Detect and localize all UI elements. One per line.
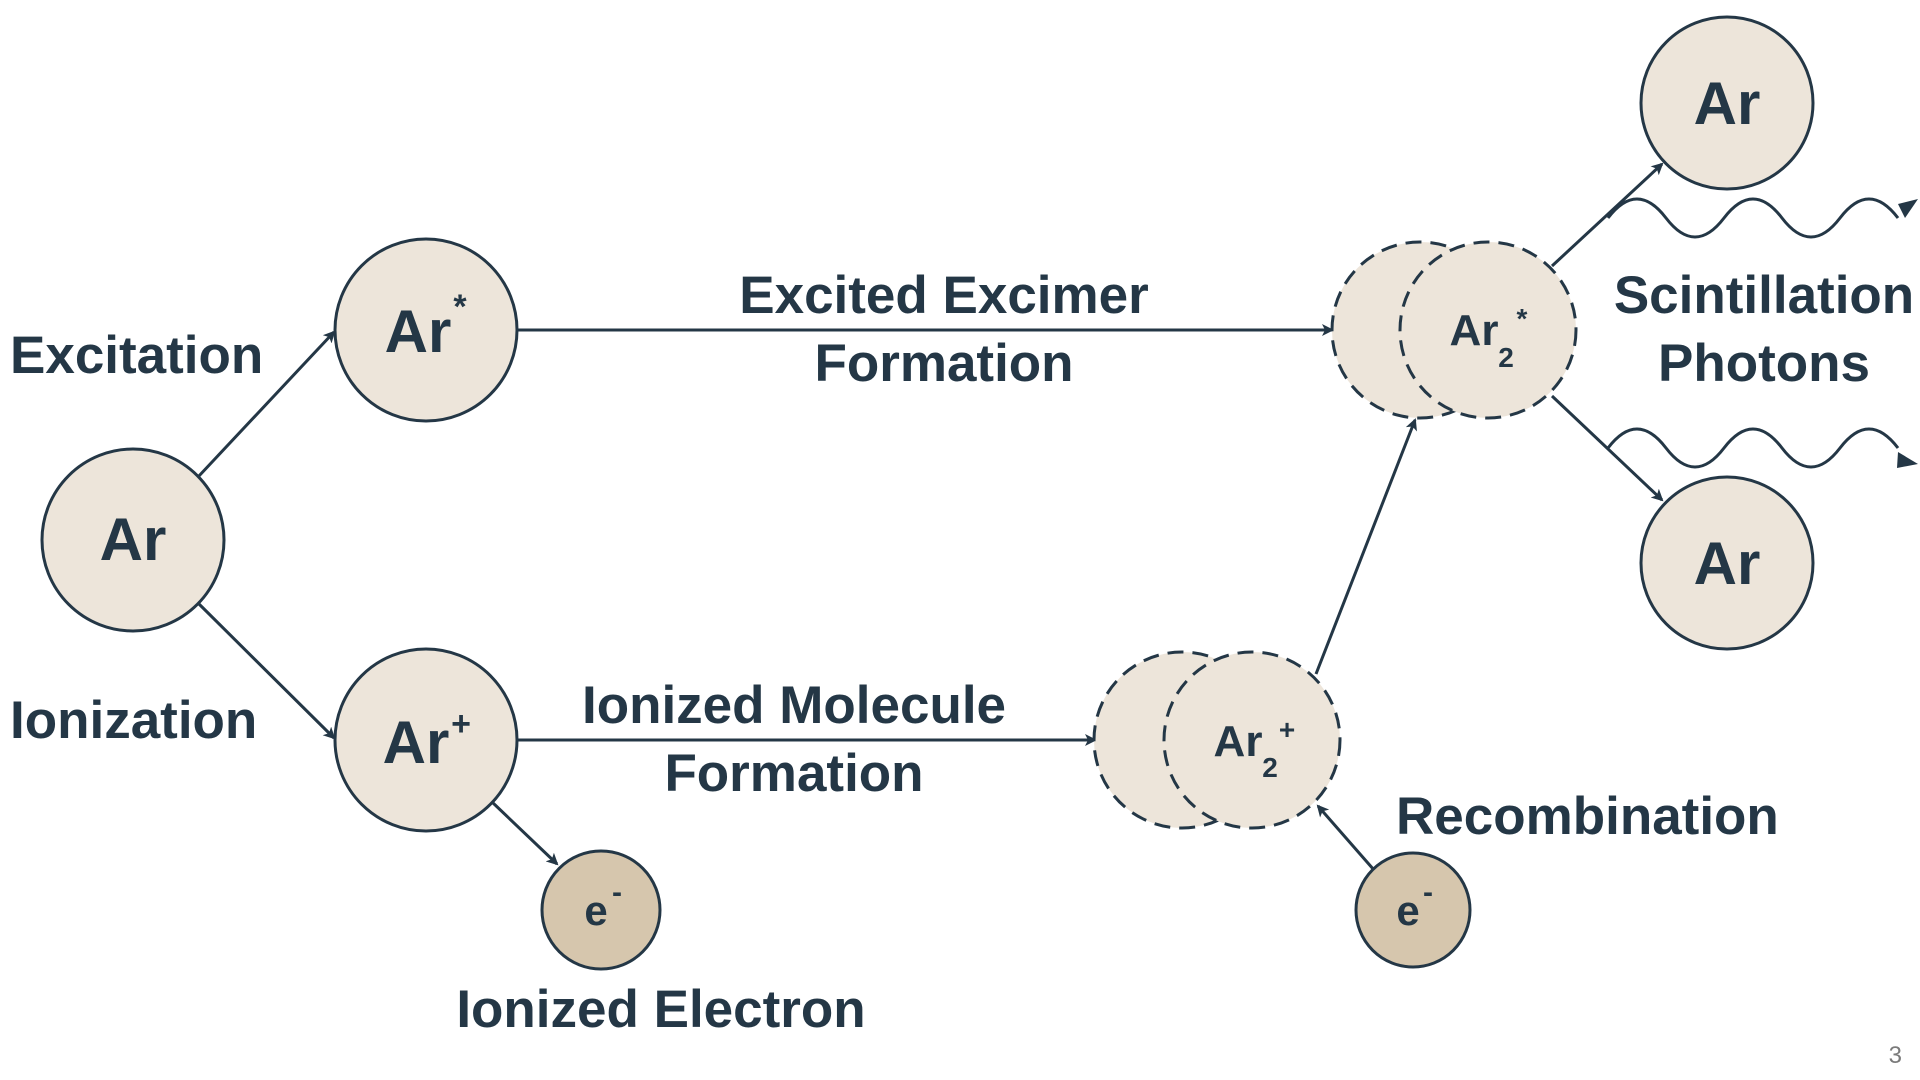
ar-excited-label: Ar [385, 298, 452, 365]
ar-product-top-label: Ar [1694, 70, 1761, 137]
ar-excited-atom: Ar * [333, 237, 519, 423]
electron-ionized: e - [540, 849, 662, 971]
photon-arrowhead-bottom [1897, 452, 1918, 468]
scintillation-photons-line-1: Scintillation [1613, 266, 1915, 325]
arrow-electron-recombination [1316, 804, 1376, 871]
ar-product-top-atom: Ar [1639, 15, 1815, 191]
ionized-molecule-formation-label: Ionized Molecule Formation [582, 672, 1006, 808]
excimer-dimer: Ar 2 * [1330, 240, 1578, 420]
electron-recombination: e - [1354, 851, 1472, 969]
ar-product-bottom-atom: Ar [1639, 475, 1815, 651]
ar-ion-superscript: + [451, 705, 471, 743]
electron-recombination-label: e [1396, 887, 1419, 934]
ion-molecule-subscript: 2 [1262, 752, 1278, 783]
recombination-label: Recombination [1396, 787, 1779, 846]
excitation-label: Excitation [10, 326, 264, 385]
excited-excimer-formation-label: Excited Excimer Formation [739, 262, 1149, 398]
photon-arrowhead-top [1898, 199, 1918, 218]
ion-molecule-label: Ar [1214, 717, 1263, 766]
arrow-excimer-to-ar-top [1550, 162, 1664, 268]
ar-ion-atom: Ar + [333, 647, 519, 833]
photon-wave-bottom [1606, 427, 1900, 469]
ar-excited-superscript: * [453, 288, 467, 326]
electron-ionized-superscript: - [612, 876, 622, 909]
arrows [196, 162, 1664, 871]
arrow-ion-molecule-to-excimer [1314, 418, 1417, 675]
photon-wave-top [1606, 197, 1900, 239]
excimer-label: Ar [1450, 306, 1499, 355]
ionized-molecule-formation-line-2: Formation [664, 743, 924, 803]
ar-product-bottom-label: Ar [1694, 530, 1761, 597]
arrow-ion-to-electron [490, 800, 559, 866]
ionized-molecule-formation-line-1: Ionized Molecule [581, 676, 1007, 735]
ar-ground-label: Ar [100, 506, 167, 573]
excited-excimer-formation-line-1: Excited Excimer [739, 266, 1149, 325]
photons [1606, 197, 1918, 469]
arrow-excimer-to-ar-bottom [1550, 394, 1664, 502]
ar-ion-label: Ar [383, 709, 450, 776]
arrow-ground-to-excited [196, 330, 336, 479]
excimer-subscript: 2 [1498, 342, 1514, 373]
scintillation-photons-label: Scintillation Photons [1614, 262, 1914, 398]
ionization-label: Ionization [10, 691, 258, 750]
scintillation-photons-line-2: Photons [1658, 333, 1870, 393]
atoms: Ar Ar * Ar + e - [40, 15, 1815, 971]
excited-excimer-formation-line-2: Formation [814, 333, 1074, 393]
arrow-ground-to-ion [196, 601, 336, 740]
electron-recombination-superscript: - [1423, 876, 1433, 909]
ion-molecule-dimer: Ar 2 + [1092, 650, 1342, 830]
excimer-superscript: * [1517, 303, 1528, 334]
page-number: 3 [1888, 1042, 1902, 1069]
ar-ground-atom: Ar [40, 447, 226, 633]
ion-molecule-superscript: + [1279, 714, 1295, 745]
electron-ionized-label: e [584, 887, 607, 934]
ionized-electron-label: Ionized Electron [456, 980, 866, 1039]
